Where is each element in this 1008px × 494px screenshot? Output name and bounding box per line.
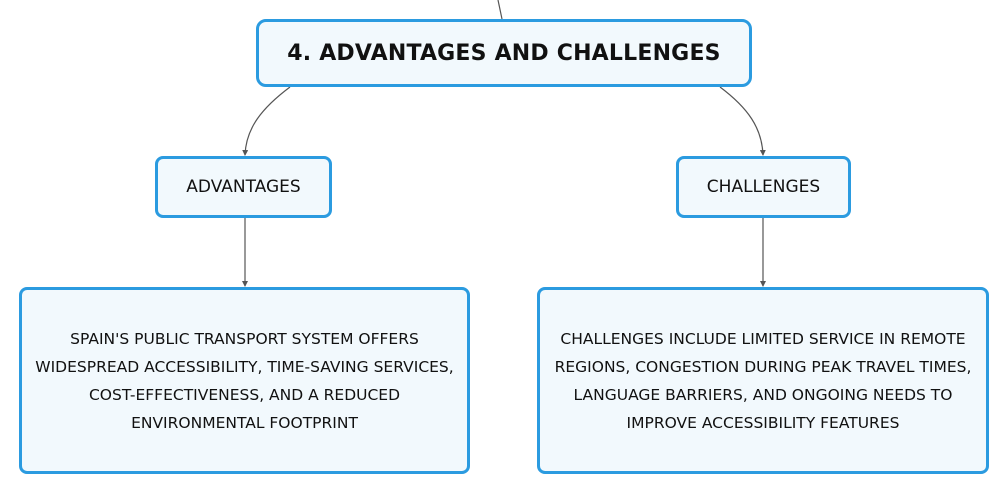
branch-node-advantages[interactable]: ADVANTAGES xyxy=(155,156,332,218)
detail-node-advantages[interactable]: SPAIN'S PUBLIC TRANSPORT SYSTEM OFFERS W… xyxy=(19,287,470,474)
branch-label-advantages: ADVANTAGES xyxy=(186,177,301,197)
incoming-connector xyxy=(497,0,503,20)
connector-title-to-challenges xyxy=(719,86,766,156)
detail-text-advantages: SPAIN'S PUBLIC TRANSPORT SYSTEM OFFERS W… xyxy=(35,329,454,432)
topic-title-text: 4. ADVANTAGES AND CHALLENGES xyxy=(287,40,721,66)
branch-node-challenges[interactable]: CHALLENGES xyxy=(676,156,851,218)
topic-node-title[interactable]: 4. ADVANTAGES AND CHALLENGES xyxy=(256,19,752,87)
connector-title-to-advantages xyxy=(242,86,291,156)
detail-text-challenges: CHALLENGES INCLUDE LIMITED SERVICE IN RE… xyxy=(554,329,972,432)
detail-node-challenges[interactable]: CHALLENGES INCLUDE LIMITED SERVICE IN RE… xyxy=(537,287,989,474)
branch-label-challenges: CHALLENGES xyxy=(706,177,821,197)
